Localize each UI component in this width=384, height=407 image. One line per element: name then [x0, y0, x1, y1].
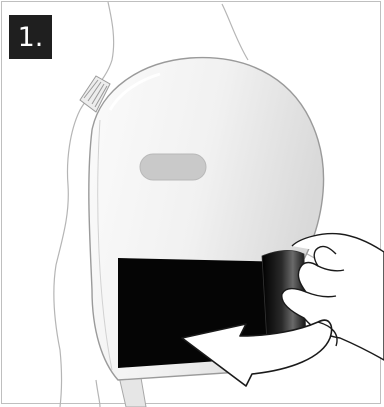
step-number-badge: 1. — [9, 15, 52, 59]
vent-icon — [140, 154, 206, 180]
